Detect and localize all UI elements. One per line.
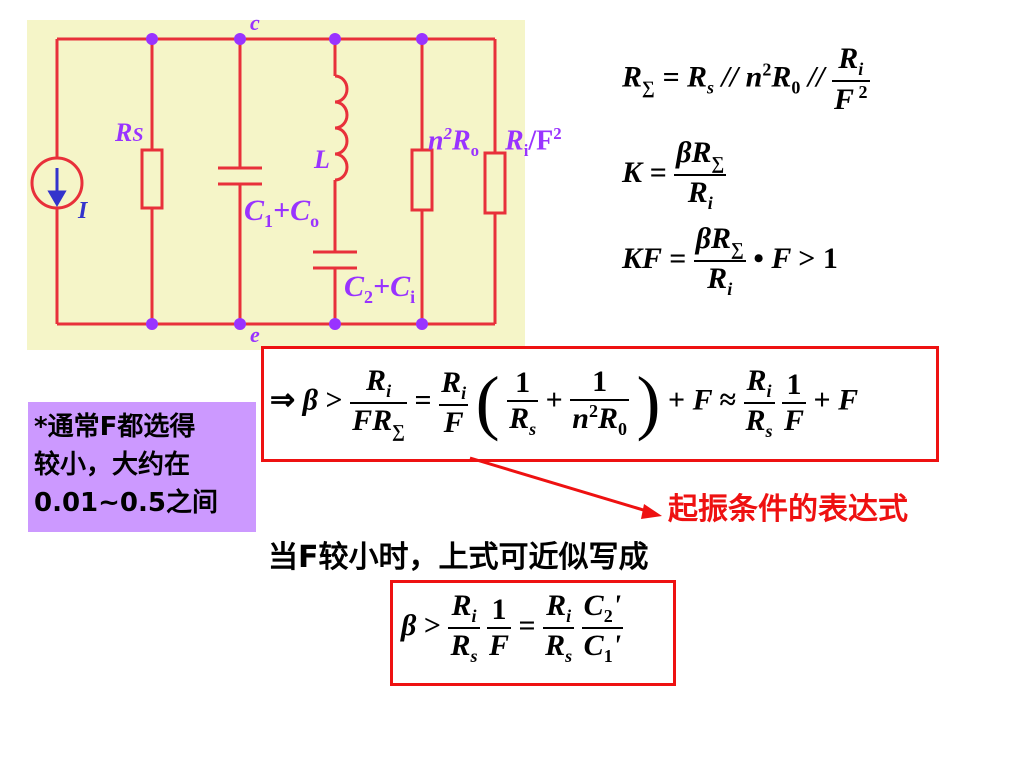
c1-label-plus: +C [273,194,311,227]
source-label: I [78,198,88,224]
n2ro-label-exp: 2 [443,124,452,143]
n2ro-label-sub: o [470,140,480,160]
c1-label-sub2: o [310,211,320,231]
note-box: *通常F都选得 较小，大约在 0.01~0.5之间 [28,402,256,532]
formula-k: K = βR∑Ri [622,136,727,213]
c2-label: C2+Ci [344,270,415,308]
node-dot [146,33,158,45]
n2ro-label-r: R [451,125,471,157]
node-e-label: e [250,322,260,347]
rs-label-sub: S [132,124,144,146]
condition-caption: 起振条件的表达式 [668,492,908,527]
current-source-symbol [30,156,84,210]
approx-intro-text: 当F较小时，上式可近似写成 [268,540,649,575]
node-dot [146,318,158,330]
node-dot [234,318,246,330]
current-arrow-icon [47,168,67,207]
node-dot [329,318,341,330]
node-dot [234,33,246,45]
ri-label-over: /F [528,125,554,157]
note-line: *通常F都选得 [34,412,196,442]
c1-label-sub: 1 [264,211,274,231]
c1-label-main: C [244,194,265,227]
n2ro-label: n2Ro [428,124,479,161]
circuit-diagram [27,20,525,350]
rs-label: RS [115,118,143,148]
node-dot [416,318,428,330]
circuit-background [27,20,525,350]
note-line: 较小，大约在 [34,450,191,480]
c2-label-sub2: i [410,287,416,307]
node-dot [416,33,428,45]
ri-label-main: R [505,125,524,157]
note-line: 0.01~0.5之间 [34,488,218,518]
n2ro-label-n: n [428,125,444,157]
ri-label-sub: i [523,140,529,160]
c1-label: C1+Co [244,194,319,232]
inductor-label: L [314,145,330,174]
node-c-label: c [250,10,260,35]
ri-label: Ri/F2 [505,124,562,161]
c2-label-sub: 2 [364,287,374,307]
formula-kf: KF = βR∑Ri • F > 1 [622,222,838,299]
inductor-coil [334,74,349,182]
c2-label-plus: +C [373,270,411,303]
ri-label-exp: 2 [553,124,562,143]
rs-label-main: R [115,118,133,147]
node-dot [329,33,341,45]
c2-label-main: C [344,270,365,303]
